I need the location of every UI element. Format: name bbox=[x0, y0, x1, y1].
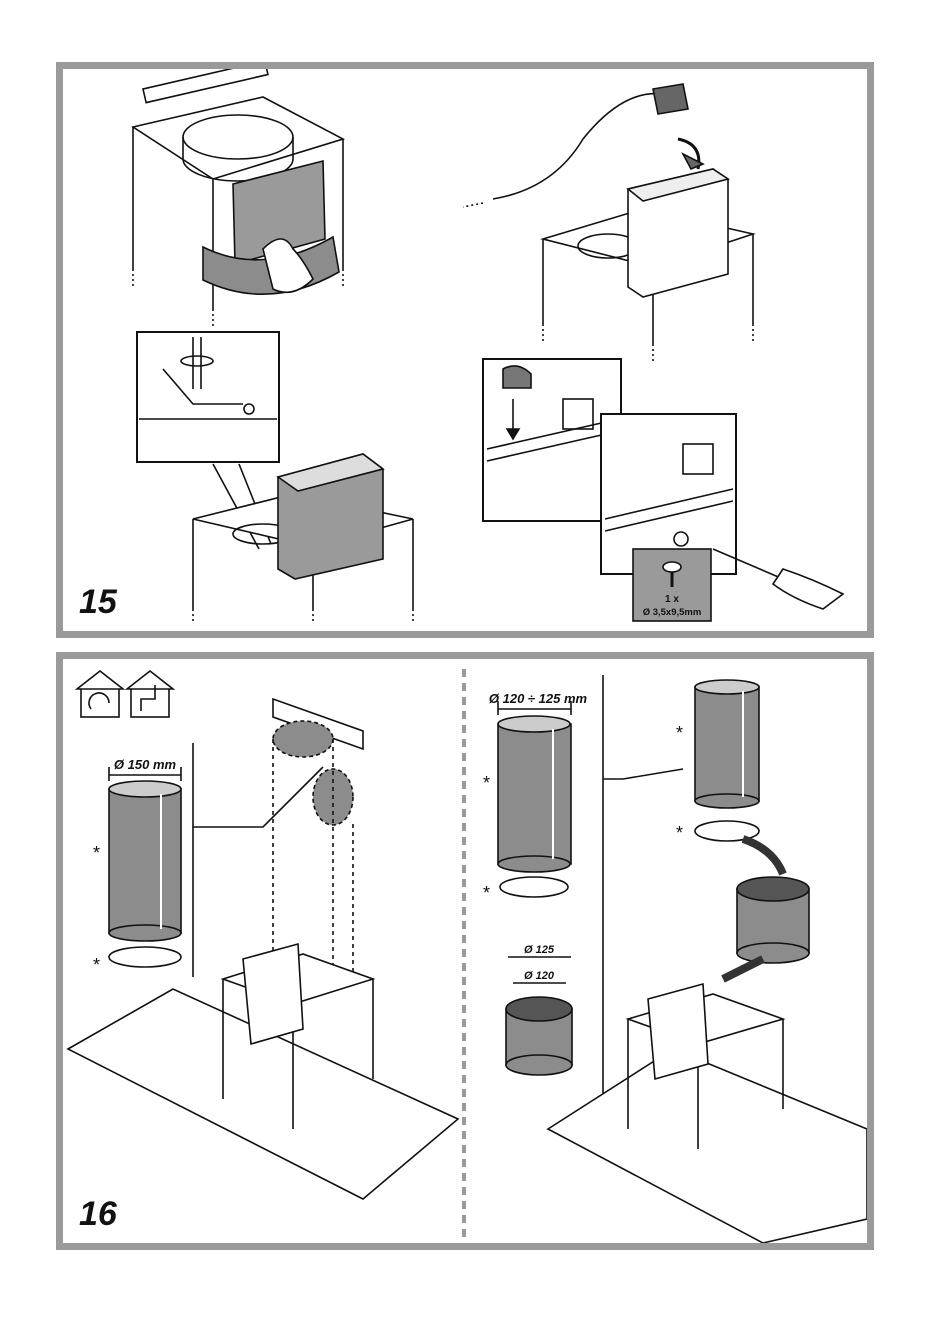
hood-bottom-left bbox=[193, 454, 413, 624]
step-number-15: 15 bbox=[79, 583, 117, 622]
recirculation-mode-icon bbox=[77, 671, 123, 717]
asterisk-clamp-right: * bbox=[676, 823, 683, 843]
asterisk-duct-right: * bbox=[676, 723, 683, 743]
step-16-panel: Ø 150 mm Ø 120 ÷ 125 mm Ø 125 Ø 120 * * … bbox=[56, 652, 874, 1250]
clamp-120 bbox=[500, 877, 568, 897]
adapter-right bbox=[737, 877, 809, 963]
screw-qty-label: 1 x bbox=[665, 594, 679, 605]
clamp-150 bbox=[109, 947, 181, 967]
step-15-illustration: 1 x Ø 3,5x9,5mm bbox=[63, 69, 867, 631]
asterisk-duct-150: * bbox=[93, 843, 100, 863]
duct-120-125-label: Ø 120 ÷ 125 mm bbox=[489, 691, 588, 706]
adapter-120-label: Ø 120 bbox=[524, 970, 555, 982]
adapter-125-label: Ø 125 bbox=[524, 944, 555, 956]
hood-top-left bbox=[133, 69, 343, 329]
ducted-mode-icon bbox=[127, 671, 173, 717]
duct-120-125 bbox=[498, 716, 571, 872]
step-16-illustration: Ø 150 mm Ø 120 ÷ 125 mm Ø 125 Ø 120 * * … bbox=[63, 659, 867, 1243]
duct-150 bbox=[109, 781, 181, 941]
duct-150-label: Ø 150 mm bbox=[114, 757, 177, 772]
duct-right-top bbox=[695, 680, 759, 808]
asterisk-duct-120: * bbox=[483, 773, 490, 793]
screw-size-label: Ø 3,5x9,5mm bbox=[643, 607, 702, 618]
duct-adapter bbox=[506, 997, 572, 1075]
step-number-16: 16 bbox=[79, 1195, 117, 1234]
asterisk-clamp-150: * bbox=[93, 955, 100, 975]
hood-top-right bbox=[463, 84, 753, 364]
asterisk-clamp-120: * bbox=[483, 883, 490, 903]
step-15-panel: 1 x Ø 3,5x9,5mm 15 bbox=[56, 62, 874, 638]
